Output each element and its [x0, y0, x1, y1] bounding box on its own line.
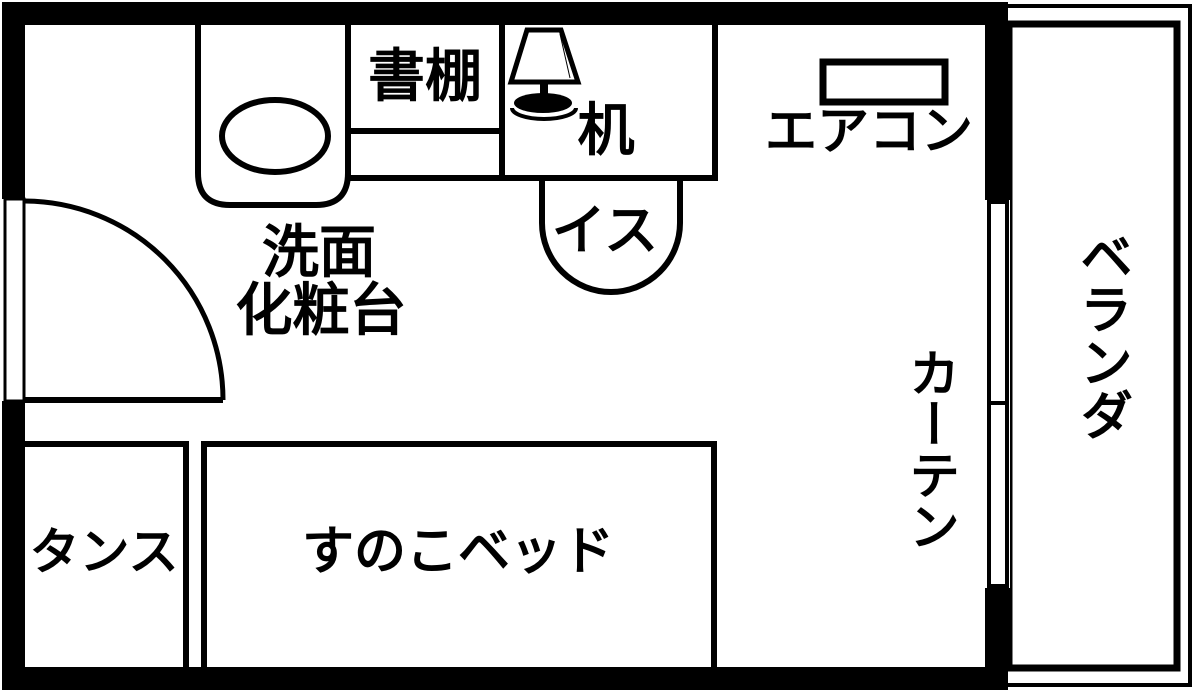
dresser-label: タンス — [29, 524, 179, 580]
sink-oval — [219, 97, 331, 175]
desk-label: 机 — [577, 98, 635, 163]
lamp-stem — [540, 82, 548, 96]
lamp-base-edge — [510, 107, 578, 121]
door-frame — [3, 197, 26, 403]
dresser-box — [19, 441, 189, 679]
window-sliding-door — [987, 200, 1009, 588]
bookshelf-label: 書棚 — [368, 44, 482, 109]
wall-right-upper — [985, 2, 1008, 202]
aircon-box — [819, 58, 949, 106]
wall-right-lower — [985, 586, 1008, 690]
lamp-base — [514, 93, 572, 113]
lamp-icon — [507, 27, 582, 121]
lamp-shade — [507, 27, 582, 85]
lamp-shade-crease — [559, 33, 571, 79]
chair-outline — [539, 175, 683, 295]
bed-box — [201, 441, 717, 679]
door-swing-arc — [24, 198, 226, 401]
washbasin-label-line2: 化粧台 — [235, 278, 407, 343]
bookshelf-lower-shelf — [345, 128, 505, 181]
wall-left-upper — [2, 2, 25, 199]
bed-label: すのこベッド — [301, 523, 615, 581]
chair-label: イス — [551, 201, 659, 261]
curtain-label: カーテン — [901, 347, 959, 551]
washbasin-label-line1: 洗面 — [262, 220, 376, 285]
veranda-label: ベランダ — [1072, 229, 1132, 441]
washbasin-outline — [195, 20, 351, 208]
desk-box — [499, 9, 718, 181]
aircon-label: エアコン — [764, 103, 974, 161]
